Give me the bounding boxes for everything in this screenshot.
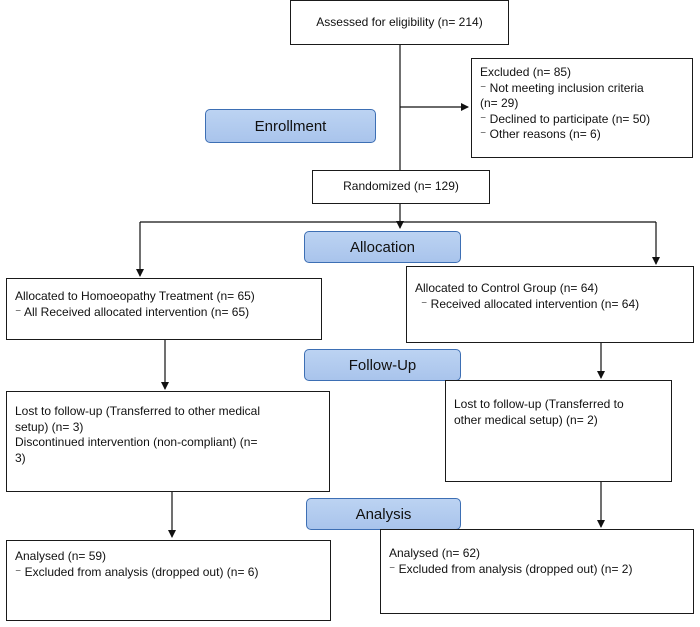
- homoeopathy-excluded-analysis-text: ⁻ Excluded from analysis (dropped out) (…: [15, 564, 259, 579]
- stage-enrollment-label: Enrollment: [254, 117, 327, 135]
- excluded-reason: ⁻ Not meeting inclusion criteria: [480, 80, 644, 95]
- assessed-text: Assessed for eligibility (n= 214): [316, 14, 483, 29]
- excluded-reason: ⁻ Declined to participate (n= 50): [480, 111, 651, 126]
- homoeopathy-received-text: ⁻ All Received allocated intervention (n…: [15, 304, 250, 319]
- homoeopathy-analysed-box: Analysed (n= 59) ⁻ Excluded from analysi…: [6, 540, 331, 621]
- homoeopathy-allocated-box: Allocated to Homoeopathy Treatment (n= 6…: [6, 278, 322, 340]
- excluded-title: Excluded (n= 85): [480, 65, 572, 79]
- excluded-box: Excluded (n= 85) ⁻ Not meeting inclusion…: [471, 58, 693, 158]
- control-analysed-text: Analysed (n= 62): [389, 546, 481, 560]
- homoeopathy-lost-line: Discontinued intervention (non-compliant…: [15, 435, 258, 449]
- homoeopathy-lost-line: setup) (n= 3): [15, 419, 84, 434]
- stage-allocation-label: Allocation: [349, 238, 416, 256]
- control-lost-line: other medical setup) (n= 2): [454, 412, 598, 427]
- homoeopathy-allocated-text: Allocated to Homoeopathy Treatment (n= 6…: [15, 289, 255, 303]
- assessed-box: Assessed for eligibility (n= 214): [290, 0, 509, 45]
- homoeopathy-lost-box: Lost to follow-up (Transferred to other …: [6, 391, 330, 492]
- stage-enrollment: Enrollment: [205, 109, 376, 143]
- control-analysed-box: Analysed (n= 62) ⁻ Excluded from analysi…: [380, 529, 694, 614]
- randomized-text: Randomized (n= 129): [343, 179, 459, 194]
- control-received-text: ⁻ Received allocated intervention (n= 64…: [421, 296, 640, 311]
- stage-analysis: Analysis: [306, 498, 461, 530]
- stage-analysis-label: Analysis: [355, 505, 412, 523]
- excluded-reason: (n= 29): [480, 96, 519, 110]
- stage-followup-label: Follow-Up: [348, 356, 417, 374]
- excluded-reason: ⁻ Other reasons (n= 6): [480, 127, 601, 141]
- homoeopathy-lost-line: Lost to follow-up (Transferred to other …: [15, 404, 260, 418]
- control-allocated-box: Allocated to Control Group (n= 64) ⁻ Rec…: [406, 266, 694, 343]
- homoeopathy-lost-line: 3): [15, 450, 26, 465]
- control-allocated-text: Allocated to Control Group (n= 64): [415, 281, 599, 295]
- stage-allocation: Allocation: [304, 231, 461, 263]
- stage-followup: Follow-Up: [304, 349, 461, 381]
- control-excluded-analysis-text: ⁻ Excluded from analysis (dropped out) (…: [389, 561, 633, 576]
- randomized-box: Randomized (n= 129): [312, 170, 490, 204]
- control-lost-box: Lost to follow-up (Transferred to other …: [445, 380, 672, 482]
- homoeopathy-analysed-text: Analysed (n= 59): [15, 549, 107, 563]
- control-lost-line: Lost to follow-up (Transferred to: [454, 397, 624, 411]
